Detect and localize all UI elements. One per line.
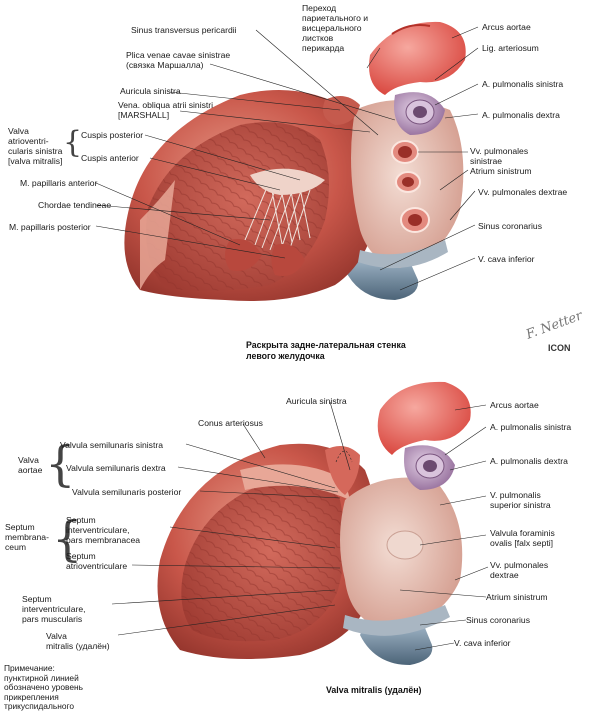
top-label-sinus-transversus: Sinus transversus pericardii <box>131 25 237 35</box>
top-label-a-pulm-dex: A. pulmonalis dextra <box>482 110 560 120</box>
top-label-vena-obliqua: Vena. obliqua atrii sinistri [MARSHALL] <box>118 100 214 120</box>
top-papillary-anterior <box>225 239 262 271</box>
top-label-m-papillaris-ant: M. papillaris anterior <box>20 178 98 188</box>
top-label-cuspis-post: Cuspis posterior <box>81 130 144 140</box>
bottom-label-valvula-dex: Valvula semilunaris dextra <box>66 463 166 473</box>
bottom-brace-septum: { <box>52 511 83 567</box>
top-label-vv-pulm-dex: Vv. pulmonales dextrae <box>478 187 568 197</box>
bottom-label-a-pulm-sin: A. pulmonalis sinistra <box>490 422 572 432</box>
bottom-label-v-cava-inf: V. cava inferior <box>454 638 511 648</box>
top-aortic-arch <box>369 21 466 95</box>
top-caption: Раскрыта задне-латеральная стенка левого… <box>246 340 406 361</box>
top-label-a-pulm-sin: A. pulmonalis sinistra <box>482 79 564 89</box>
top-label-vv-pulm-sin: Vv. pulmonales sinistrae <box>470 146 529 166</box>
top-auricula <box>322 96 360 125</box>
bottom-label-valvula-post: Valvula semilunaris posterior <box>72 487 182 497</box>
top-label-valva-atrio: Valva atrioventri- cularis sinistra [val… <box>8 126 63 166</box>
top-label-auricula-sin: Auricula sinistra <box>120 86 181 96</box>
bottom-label-septum-memb: Septum membrana- ceum <box>5 522 49 552</box>
bottom-label-auricula-sin: Auricula sinistra <box>286 396 347 406</box>
top-label-sinus-coronarius: Sinus coronarius <box>478 221 543 231</box>
bottom-label-vv-pulm-dex: Vv. pulmonales dextrae <box>490 560 549 580</box>
bottom-leader-lines <box>111 401 489 651</box>
top-cusp-anterior <box>250 168 325 195</box>
top-label-v-cava-inf: V. cava inferior <box>478 254 535 264</box>
top-ivc <box>345 258 419 300</box>
bottom-label-valva-aortae: Valva aortae <box>18 455 43 475</box>
bottom-aortic-root <box>325 446 360 495</box>
top-label-perehod: Переход париетального и висцерального ли… <box>302 3 369 53</box>
bottom-note: Примечание: пунктирной линией обозначено… <box>4 663 83 712</box>
top-label-atrium-sin: Atrium sinistrum <box>470 166 532 176</box>
top-label-m-papillaris-post: M. papillaris posterior <box>9 222 91 232</box>
top-label-arcus-aortae: Arcus aortae <box>482 22 531 32</box>
top-coronary-sinus <box>358 240 448 269</box>
bottom-label-a-pulm-dex: A. pulmonalis dextra <box>490 456 568 466</box>
top-leader-lines <box>95 26 479 291</box>
top-papillary-posterior <box>271 244 305 276</box>
publisher-logo: ICON <box>548 343 571 353</box>
top-brace-valva: { <box>63 125 83 160</box>
bottom-label-conus: Conus arteriosus <box>198 418 263 428</box>
bottom-label-valvula-foraminis: Valvula foraminis ovalis [falx septi] <box>490 528 555 548</box>
top-label-plica-venae: Plica venae cavae sinistrae (связка Марш… <box>126 50 231 70</box>
bottom-label-v-pulm-sup: V. pulmonalis superior sinistra <box>490 490 551 510</box>
bottom-label-septum-ivm: Septum interventriculare, pars membranac… <box>66 515 141 545</box>
bottom-brace-valva-aortae: { <box>45 436 76 492</box>
bottom-heart <box>111 381 489 665</box>
bottom-label-sinus-coronarius: Sinus coronarius <box>466 615 531 625</box>
top-heart <box>95 21 479 301</box>
bottom-label-arcus-aortae: Arcus aortae <box>490 400 539 410</box>
bottom-label-atrium-sin: Atrium sinistrum <box>486 592 548 602</box>
top-label-lig-arteriosum: Lig. arteriosum <box>482 43 539 53</box>
top-label-cuspis-ant: Cuspis anterior <box>81 153 139 163</box>
bottom-label-septum-av: Septum atrioventriculare <box>66 551 128 571</box>
bottom-label-valvula-sin: Valvula semilunaris sinistra <box>60 440 164 450</box>
bottom-coronary-sinus <box>343 605 450 636</box>
bottom-aortic-arch <box>377 381 471 455</box>
bottom-label-valva-mitralis: Valva mitralis (удалён) <box>46 631 110 651</box>
bottom-label-septum-musc: Septum interventriculare, pars musculari… <box>22 594 86 624</box>
top-pulmonary-veins <box>391 140 430 233</box>
bottom-caption: Valva mitralis (удалён) <box>326 685 422 695</box>
bottom-fossa-ovalis <box>386 530 424 560</box>
top-label-chordae: Chordae tendineae <box>38 200 112 210</box>
